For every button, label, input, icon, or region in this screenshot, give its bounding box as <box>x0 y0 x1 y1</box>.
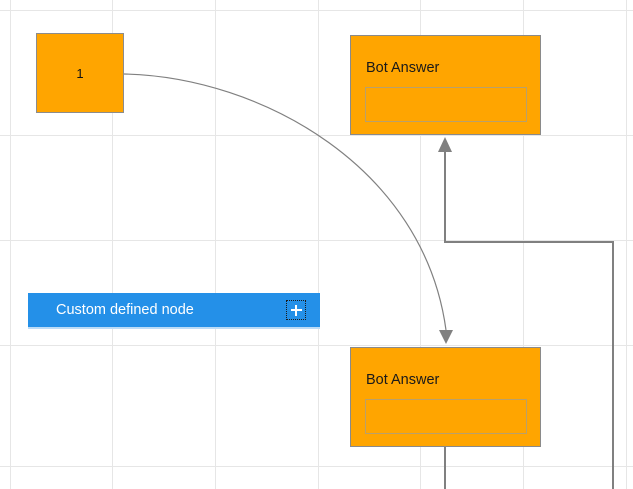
bot-answer-top-slot[interactable] <box>365 87 527 122</box>
custom-defined-node-button[interactable]: Custom defined node <box>28 293 320 327</box>
bot-answer-bottom-slot[interactable] <box>365 399 527 434</box>
plus-icon[interactable] <box>286 300 306 320</box>
bot-answer-top-title: Bot Answer <box>366 60 440 76</box>
node-1-label: 1 <box>76 65 84 81</box>
bot-answer-bottom-title: Bot Answer <box>366 372 440 388</box>
plus-icon-vertical-bar <box>294 304 298 316</box>
custom-defined-node-label: Custom defined node <box>56 301 194 318</box>
bot-answer-bottom-node[interactable]: Bot Answer <box>350 347 541 447</box>
bot-answer-top-node[interactable]: Bot Answer <box>350 35 541 135</box>
node-1[interactable]: 1 <box>36 33 124 113</box>
